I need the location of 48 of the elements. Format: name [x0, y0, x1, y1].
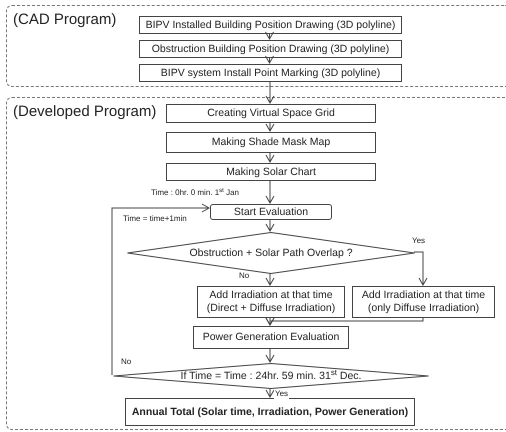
process-box	[125, 398, 415, 426]
box-text: Obstruction + Solar Path Overlap ?	[188, 246, 354, 260]
arrow	[266, 218, 274, 232]
decision-diamond	[113, 363, 429, 389]
arrow	[265, 56, 274, 64]
note-label: Time = time+1min	[122, 214, 188, 224]
arrow	[266, 80, 274, 104]
group-title: (CAD Program)	[13, 12, 116, 27]
process-box	[139, 16, 402, 34]
arrow	[266, 122, 274, 132]
arrow	[266, 152, 274, 162]
box-text: BIPV Installed Building Position Drawing (3D polyline)	[144, 18, 396, 32]
process-box	[139, 40, 402, 58]
box-text: Making Shade Mask Map	[210, 136, 332, 149]
box-text: Add Irradiation at that time (Direct + Diffuse Irradiation)	[206, 289, 336, 315]
arrow	[265, 32, 274, 40]
process-box	[352, 286, 495, 318]
box-text: Making Solar Chart	[225, 166, 317, 178]
arrow	[266, 316, 424, 326]
box-text: Power Generation Evaluation	[202, 331, 340, 344]
arrow	[112, 204, 210, 376]
arrow	[266, 180, 274, 204]
process-box	[197, 286, 345, 318]
box-text: Obstruction Building Position Drawing (3D polyline)	[150, 42, 390, 56]
arrow	[266, 348, 274, 362]
box-text: If Time = Time : 24hr. 59 min. 31$^{st}$ Dec.	[180, 370, 362, 382]
process-box	[166, 132, 376, 153]
group-title: (Developed Program)	[13, 104, 156, 119]
edge-label: Yes	[411, 236, 426, 246]
box-text: Start Evaluation	[232, 206, 310, 218]
edge-label: Time : 0hr. 0 min. 1$^{st}$ Jan	[150, 188, 240, 198]
box-text: Creating Virtual Space Grid	[206, 107, 336, 120]
arrow	[266, 388, 274, 398]
process-box	[166, 163, 376, 181]
box-text: Annual Total (Solar time, Irradiation, Power Generation)	[130, 406, 410, 418]
edge-label: Yes	[274, 389, 290, 399]
arrow	[414, 252, 428, 286]
process-box	[193, 326, 349, 349]
dashed-group-frame	[6, 97, 506, 430]
process-box	[166, 104, 376, 123]
box-text: BIPV system Install Point Marking (3D polyline)	[160, 66, 382, 80]
start-box	[210, 204, 332, 220]
edge-label: No	[238, 271, 250, 281]
dashed-group-frame	[6, 5, 506, 87]
process-box	[139, 64, 402, 82]
edge-label: No	[120, 357, 132, 367]
arrow	[266, 272, 274, 286]
box-text: Add Irradiation at that time (only Diffuse Irradiation)	[360, 289, 486, 315]
